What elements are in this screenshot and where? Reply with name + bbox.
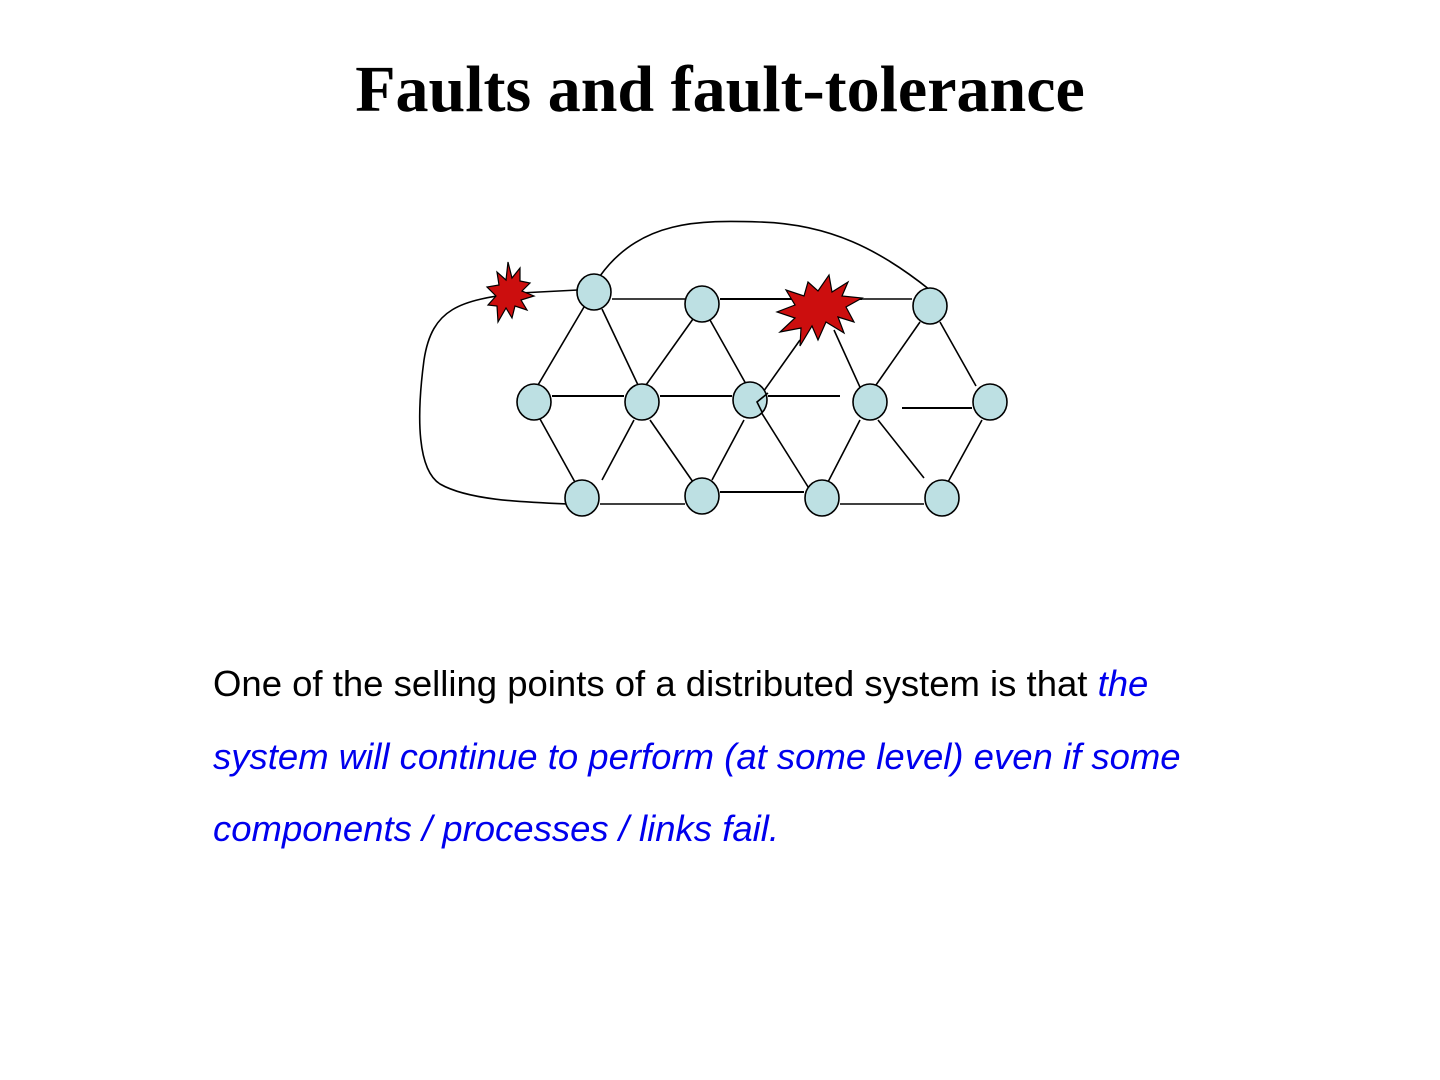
fault-explosion-icon xyxy=(485,261,536,325)
link xyxy=(601,308,639,386)
node[interactable] xyxy=(912,287,948,325)
link-overlap-detail xyxy=(755,392,769,413)
node[interactable] xyxy=(852,383,888,421)
node[interactable] xyxy=(924,479,960,517)
link xyxy=(709,319,747,385)
link xyxy=(539,418,577,485)
link xyxy=(601,419,635,481)
body-emphasis-text: the system will continue to perform (at … xyxy=(213,663,1181,849)
link xyxy=(833,329,865,397)
link-wrap-top xyxy=(599,220,931,291)
nodes xyxy=(516,273,1008,517)
link xyxy=(947,419,983,483)
node[interactable] xyxy=(516,383,552,421)
link xyxy=(649,419,694,483)
fault-explosion-icon xyxy=(775,273,864,347)
slide-title: Faults and fault-tolerance xyxy=(355,53,1085,126)
node[interactable] xyxy=(972,383,1008,421)
node[interactable] xyxy=(684,285,720,323)
node[interactable] xyxy=(564,479,600,517)
slide-body: One of the selling points of a distribut… xyxy=(213,648,1223,866)
link xyxy=(755,403,811,491)
links xyxy=(418,220,983,505)
link-wrap-left xyxy=(418,289,579,505)
link xyxy=(711,419,745,481)
node[interactable] xyxy=(804,479,840,517)
node[interactable] xyxy=(732,381,768,419)
link xyxy=(877,419,925,479)
node[interactable] xyxy=(684,477,720,515)
link xyxy=(939,321,977,387)
link xyxy=(875,321,921,386)
link xyxy=(645,318,694,386)
link xyxy=(537,306,585,386)
node[interactable] xyxy=(624,383,660,421)
body-plain-text: One of the selling points of a distribut… xyxy=(213,663,1098,704)
link xyxy=(827,419,861,483)
node[interactable] xyxy=(576,273,612,311)
